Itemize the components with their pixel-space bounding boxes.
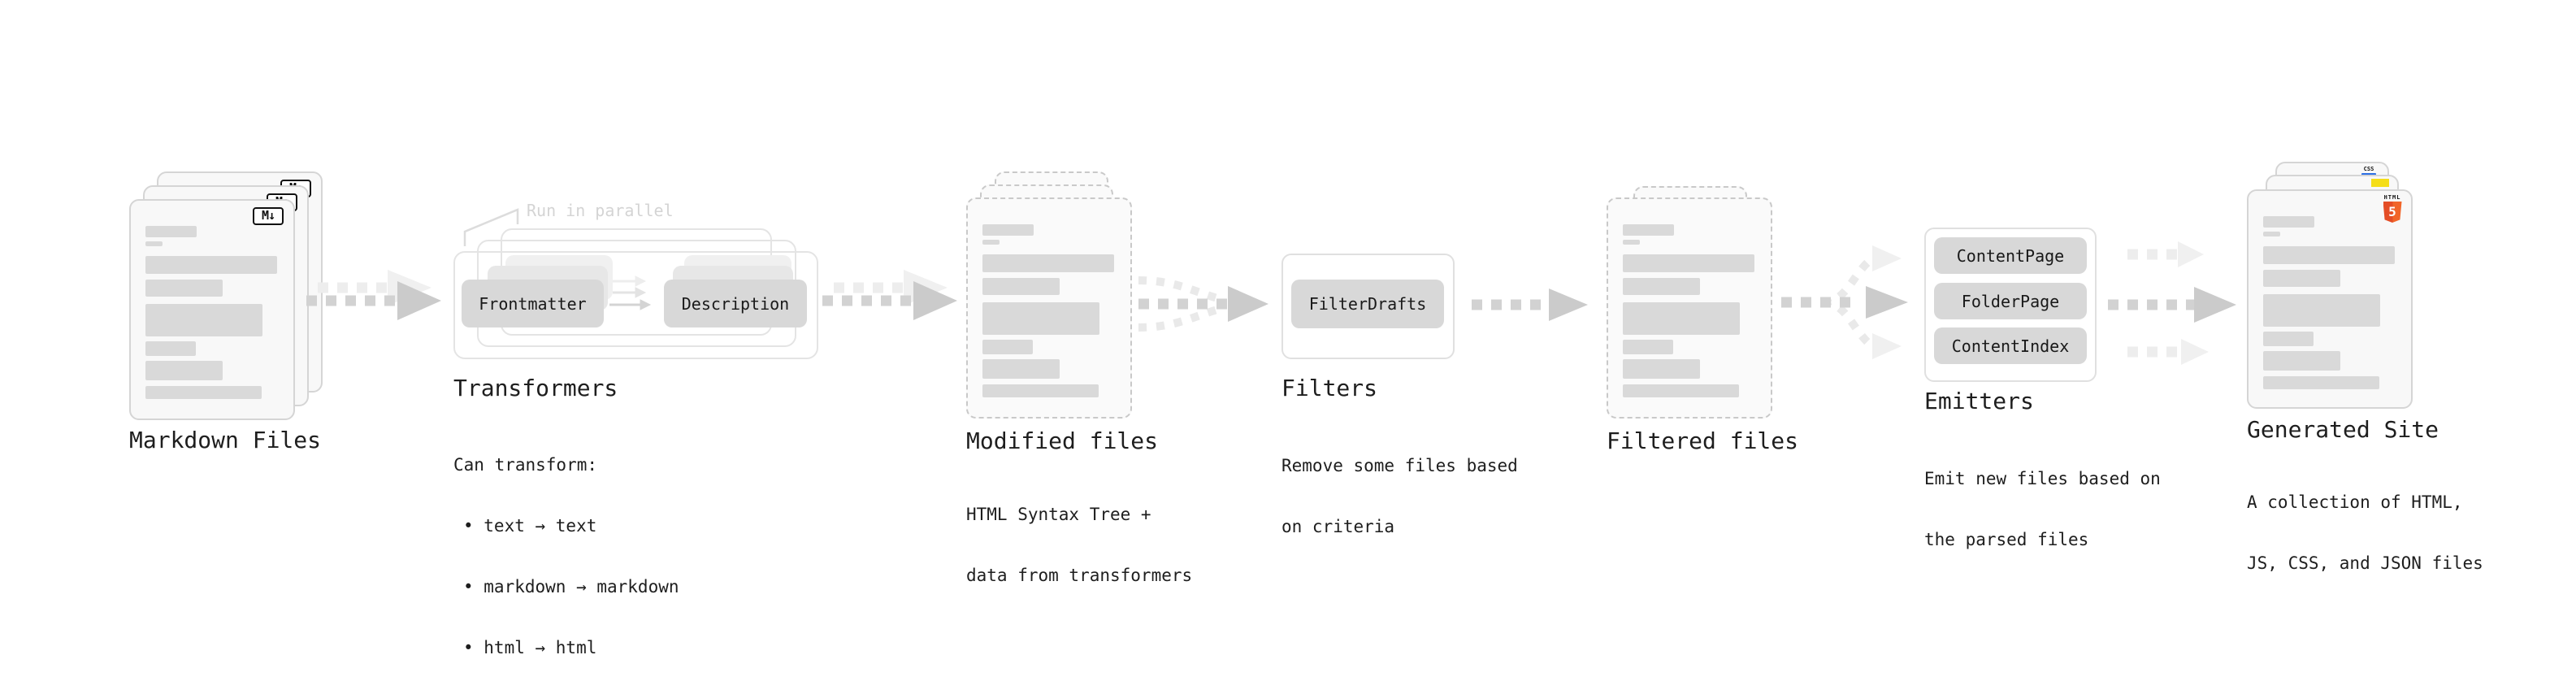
content-line-bar: [2263, 376, 2379, 389]
content-line-bar: [2263, 294, 2380, 327]
flow-arrow-transformers-to-modified: [822, 270, 957, 320]
content-line-bar: [1623, 224, 1674, 236]
content-line-bar: [982, 224, 1034, 236]
stage-title-generated-site: Generated Site: [2247, 416, 2439, 443]
description-line: Can transform:: [453, 455, 598, 475]
stage-description-generated-site: A collection of HTML, JS, CSS, and JSON …: [2247, 452, 2483, 614]
stage-description-transformers: Can transform: • text → text • markdown …: [453, 414, 679, 681]
content-line-bar: [2263, 246, 2395, 264]
description-line: JS, CSS, and JSON files: [2247, 553, 2483, 573]
content-line-bar: [1623, 254, 1754, 272]
html5-icon-label: HTML: [2383, 194, 2401, 201]
content-line-bar: [1623, 384, 1739, 397]
description-line: A collection of HTML,: [2247, 492, 2463, 512]
content-line-bar: [2263, 216, 2314, 228]
description-line: on criteria: [1281, 517, 1395, 536]
run-in-parallel-annotation: Run in parallel: [527, 201, 674, 220]
run-in-parallel-connector: [463, 208, 519, 246]
description-line: Emit new files based on: [1924, 469, 2161, 488]
description-line: Remove some files based: [1281, 456, 1518, 475]
filtered-file-card-front: [1607, 197, 1772, 419]
description-line: HTML Syntax Tree +: [966, 505, 1151, 524]
emitter-folder-page-pill: FolderPage: [1934, 283, 2087, 319]
file-content-preview: [1608, 199, 1771, 417]
content-line-bar: [982, 278, 1060, 295]
content-line-bar: [2263, 351, 2340, 371]
content-line-bar: [982, 384, 1099, 397]
javascript-icon: [2371, 179, 2389, 187]
transformer-group-box-front: [453, 251, 818, 359]
content-line-bar: [2263, 270, 2340, 287]
emitter-content-page-pill: ContentPage: [1934, 237, 2087, 274]
stage-title-emitters: Emitters: [1924, 388, 2034, 414]
stage-title-modified-files: Modified files: [966, 427, 1159, 454]
stage-title-filters: Filters: [1281, 375, 1378, 401]
content-line-bar: [145, 361, 223, 380]
stage-title-markdown-files: Markdown Files: [129, 427, 322, 453]
content-line-bar: [145, 386, 262, 399]
markdown-file-card-front: M↓: [129, 199, 295, 420]
html5-icon: HTML 5: [2383, 194, 2402, 223]
content-line-bar: [1623, 240, 1640, 245]
transformer-description-pill: Description: [664, 280, 807, 327]
transformer-frontmatter-pill: Frontmatter: [462, 280, 604, 327]
content-line-bar: [982, 359, 1060, 379]
css-icon-label: CSS: [2363, 166, 2374, 172]
content-line-bar: [1623, 278, 1700, 295]
content-line-bar: [2263, 232, 2280, 236]
content-line-bar: [982, 254, 1114, 272]
content-line-bar: [1623, 359, 1700, 379]
description-line: • markdown → markdown: [463, 577, 679, 596]
stage-description-modified-files: HTML Syntax Tree + data from transformer…: [966, 464, 1192, 627]
stage-title-transformers: Transformers: [453, 375, 618, 401]
content-line-bar: [145, 304, 262, 336]
emitter-content-index-pill: ContentIndex: [1934, 327, 2087, 364]
content-line-bar: [145, 226, 197, 237]
modified-file-card-front: [966, 197, 1132, 419]
markdown-icon: M↓: [253, 207, 284, 225]
content-line-bar: [982, 340, 1033, 354]
flow-arrow-filtered-to-emitters: [1781, 245, 1908, 359]
content-line-bar: [145, 280, 223, 297]
stage-title-filtered-files: Filtered files: [1607, 427, 1799, 454]
generated-html-file-card: HTML 5: [2247, 189, 2413, 409]
description-line: data from transformers: [966, 566, 1193, 585]
description-line: • html → html: [463, 638, 597, 657]
flow-arrows-emitters-to-generated: [2108, 241, 2236, 365]
content-line-bar: [145, 256, 277, 274]
content-line-bar: [982, 240, 1000, 245]
content-line-bar: [982, 302, 1099, 335]
parallel-arrows-icon: [609, 275, 652, 310]
content-line-bar: [145, 341, 196, 356]
content-line-bar: [2263, 332, 2314, 346]
file-content-preview: [2249, 191, 2411, 407]
html5-icon-shield: 5: [2383, 202, 2402, 223]
filter-drafts-pill: FilterDrafts: [1291, 280, 1444, 328]
file-content-preview: [131, 201, 293, 419]
flow-arrow-modified-to-filters: [1138, 276, 1268, 332]
flow-arrow-markdown-to-transformers: [306, 270, 441, 320]
content-line-bar: [1623, 302, 1740, 335]
content-line-bar: [1623, 340, 1673, 354]
flow-arrow-filters-to-filtered: [1472, 288, 1588, 321]
content-line-bar: [145, 241, 163, 246]
stage-description-filters: Remove some files based on criteria: [1281, 415, 1518, 578]
stage-description-emitters: Emit new files based on the parsed files: [1924, 428, 2161, 591]
description-line: the parsed files: [1924, 530, 2089, 549]
file-content-preview: [968, 199, 1130, 417]
description-line: • text → text: [463, 516, 597, 536]
